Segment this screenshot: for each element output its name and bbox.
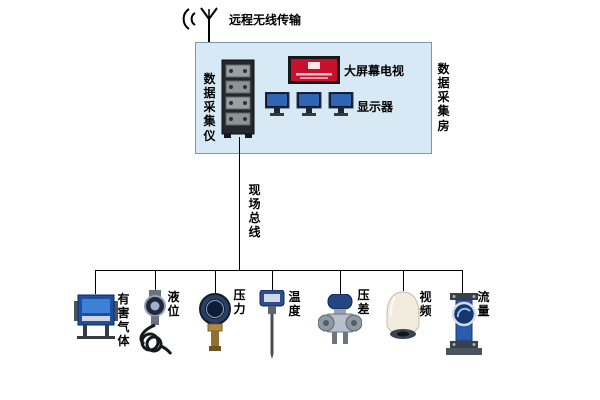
device-label-pressure: 压力 [233,288,246,317]
daq-cabinet-icon [221,59,255,138]
device-label-video: 视频 [419,290,432,319]
temperature-device-icon [259,290,285,359]
big-screen-tv-icon [288,56,340,84]
drop-line-pressure [215,270,216,293]
harmful-gas-device-icon [74,294,118,339]
device-label-harmful-gas: 有害气体 [117,292,130,349]
monitors-icon [265,92,354,116]
drop-line-video [403,270,404,291]
drop-line-temperature [272,270,273,291]
daq-room-label: 数据采集房 [437,62,450,133]
device-label-diff-pressure: 压差 [357,288,370,317]
flow-meter-icon [446,293,482,355]
pressure-device-icon [199,293,231,351]
daq-unit-label: 数据采集仪 [203,72,216,143]
antenna-icon [182,7,218,44]
device-label-level: 液位 [167,290,180,319]
drop-line-flow [462,270,463,293]
tv-label: 大屏幕电视 [344,64,405,78]
device-label-temperature: 温度 [288,290,301,319]
video-camera-icon [386,291,420,339]
field-bus-label: 现场总线 [248,183,261,240]
drop-line-harmful-gas [95,270,96,294]
level-device-icon [139,290,173,355]
drop-line-diff-pressure [340,270,341,294]
wireless-transmission-label: 远程无线传输 [229,13,302,27]
monitors-label: 显示器 [357,100,394,114]
bus-line [95,270,463,271]
drop-line-level [155,270,156,292]
diff-pressure-device-icon [318,294,362,344]
device-label-flow: 流量 [477,290,490,319]
riser-line [239,137,240,270]
